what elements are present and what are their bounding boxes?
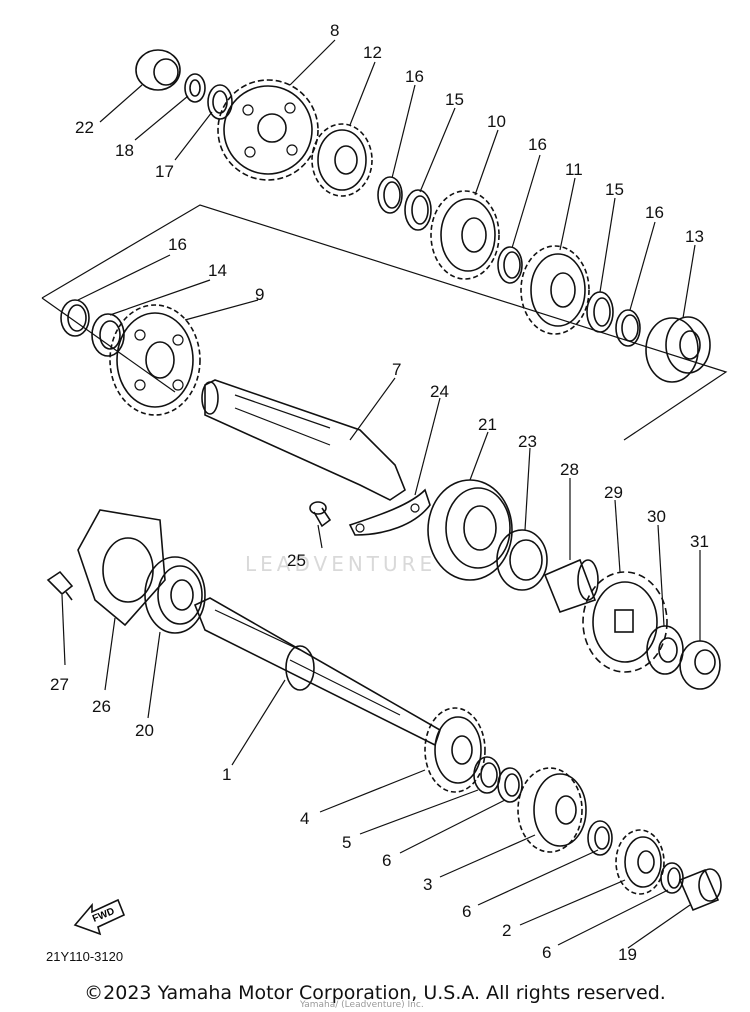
- part-29-sprocket[interactable]: [582, 571, 668, 673]
- part-15-washer[interactable]: [586, 291, 614, 333]
- part-12-gear[interactable]: [311, 123, 373, 197]
- callout-13: 13: [685, 227, 704, 246]
- callout-5: 5: [342, 833, 351, 852]
- part-25-screw[interactable]: [309, 501, 332, 528]
- callout-17: 17: [155, 162, 174, 181]
- callout-22: 22: [75, 118, 94, 137]
- callout-15b: 15: [605, 180, 624, 199]
- callout-7: 7: [392, 360, 401, 379]
- part-27-bolt[interactable]: [46, 570, 74, 601]
- callout-29: 29: [604, 483, 623, 502]
- callout-3: 3: [423, 875, 432, 894]
- fwd-arrow-icon: FWD: [73, 898, 126, 936]
- callout-31: 31: [690, 532, 709, 551]
- callout-labels: 22 18 17 8 12 16 15 10 16 11 15 16 13 16…: [46, 21, 709, 964]
- part-4-gear[interactable]: [424, 707, 486, 793]
- callout-10: 10: [487, 112, 506, 131]
- callout-25: 25: [287, 551, 306, 570]
- callout-20: 20: [135, 721, 154, 740]
- callout-27: 27: [50, 675, 69, 694]
- figure-code: 21Y110-3120: [46, 949, 123, 964]
- callout-16b: 16: [528, 135, 547, 154]
- callout-15a: 15: [445, 90, 464, 109]
- part-16-circlip[interactable]: [615, 309, 641, 347]
- part-16-circlip[interactable]: [497, 246, 523, 284]
- part-2-gear[interactable]: [615, 829, 665, 895]
- part-16-circlip[interactable]: [60, 299, 90, 337]
- group-frame: [41, 204, 728, 441]
- leader-lines: [61, 39, 701, 949]
- part-18-washer[interactable]: [184, 73, 206, 103]
- callout-9: 9: [255, 285, 264, 304]
- part-24-plate[interactable]: [348, 488, 431, 536]
- part-19-bearing[interactable]: [678, 868, 722, 912]
- callout-16c: 16: [645, 203, 664, 222]
- part-17-washer[interactable]: [207, 84, 233, 120]
- callout-26: 26: [92, 697, 111, 716]
- copyright-footer: ©2023 Yamaha Motor Corporation, U.S.A. A…: [84, 982, 666, 1004]
- callout-21: 21: [478, 415, 497, 434]
- callout-2: 2: [502, 921, 511, 940]
- fwd-label: FWD: [91, 906, 116, 925]
- part-30-lock-washer[interactable]: [646, 625, 684, 675]
- callout-28: 28: [560, 460, 579, 479]
- part-8-gear[interactable]: [217, 79, 319, 181]
- part-23-oil-seal[interactable]: [496, 529, 548, 591]
- part-11-gear[interactable]: [520, 245, 590, 335]
- part-10-gear[interactable]: [430, 190, 500, 280]
- callout-16d: 16: [168, 235, 187, 254]
- part-16-circlip[interactable]: [377, 176, 403, 214]
- callout-8: 8: [330, 21, 339, 40]
- watermark: LEADVENTURE: [245, 552, 437, 576]
- callout-19: 19: [618, 945, 637, 964]
- part-20-bearing[interactable]: [144, 556, 206, 634]
- part-21-bearing[interactable]: [427, 479, 513, 581]
- callout-11: 11: [565, 160, 583, 179]
- callout-12: 12: [363, 43, 382, 62]
- callout-14: 14: [208, 261, 227, 280]
- part-7-axle[interactable]: [201, 379, 406, 501]
- part-6-circlip[interactable]: [587, 820, 613, 856]
- part-26-plate[interactable]: [77, 509, 166, 627]
- part-6-circlip[interactable]: [497, 767, 523, 803]
- part-5-washer[interactable]: [473, 756, 501, 794]
- part-28-collar[interactable]: [543, 558, 599, 614]
- part-15-washer[interactable]: [404, 189, 432, 231]
- part-6-circlip[interactable]: [660, 862, 684, 894]
- callout-6c: 6: [542, 943, 551, 962]
- callout-16a: 16: [405, 67, 424, 86]
- callout-6a: 6: [382, 851, 391, 870]
- callout-24: 24: [430, 382, 449, 401]
- part-1-drive-axle[interactable]: [193, 597, 441, 747]
- callout-1: 1: [222, 765, 231, 784]
- callout-18: 18: [115, 141, 134, 160]
- callout-4: 4: [300, 809, 309, 828]
- part-3-gear[interactable]: [517, 767, 587, 853]
- part-14-washer[interactable]: [91, 313, 125, 357]
- part-31-nut[interactable]: [679, 640, 721, 690]
- part-9-gear[interactable]: [109, 304, 201, 416]
- callout-6b: 6: [462, 902, 471, 921]
- dealer-overlay: Yamaha/ (Leadventure) Inc.: [300, 1000, 424, 1010]
- callout-30: 30: [647, 507, 666, 526]
- callout-23: 23: [518, 432, 537, 451]
- part-13-collar[interactable]: [645, 316, 711, 383]
- part-22-bearing[interactable]: [135, 49, 181, 91]
